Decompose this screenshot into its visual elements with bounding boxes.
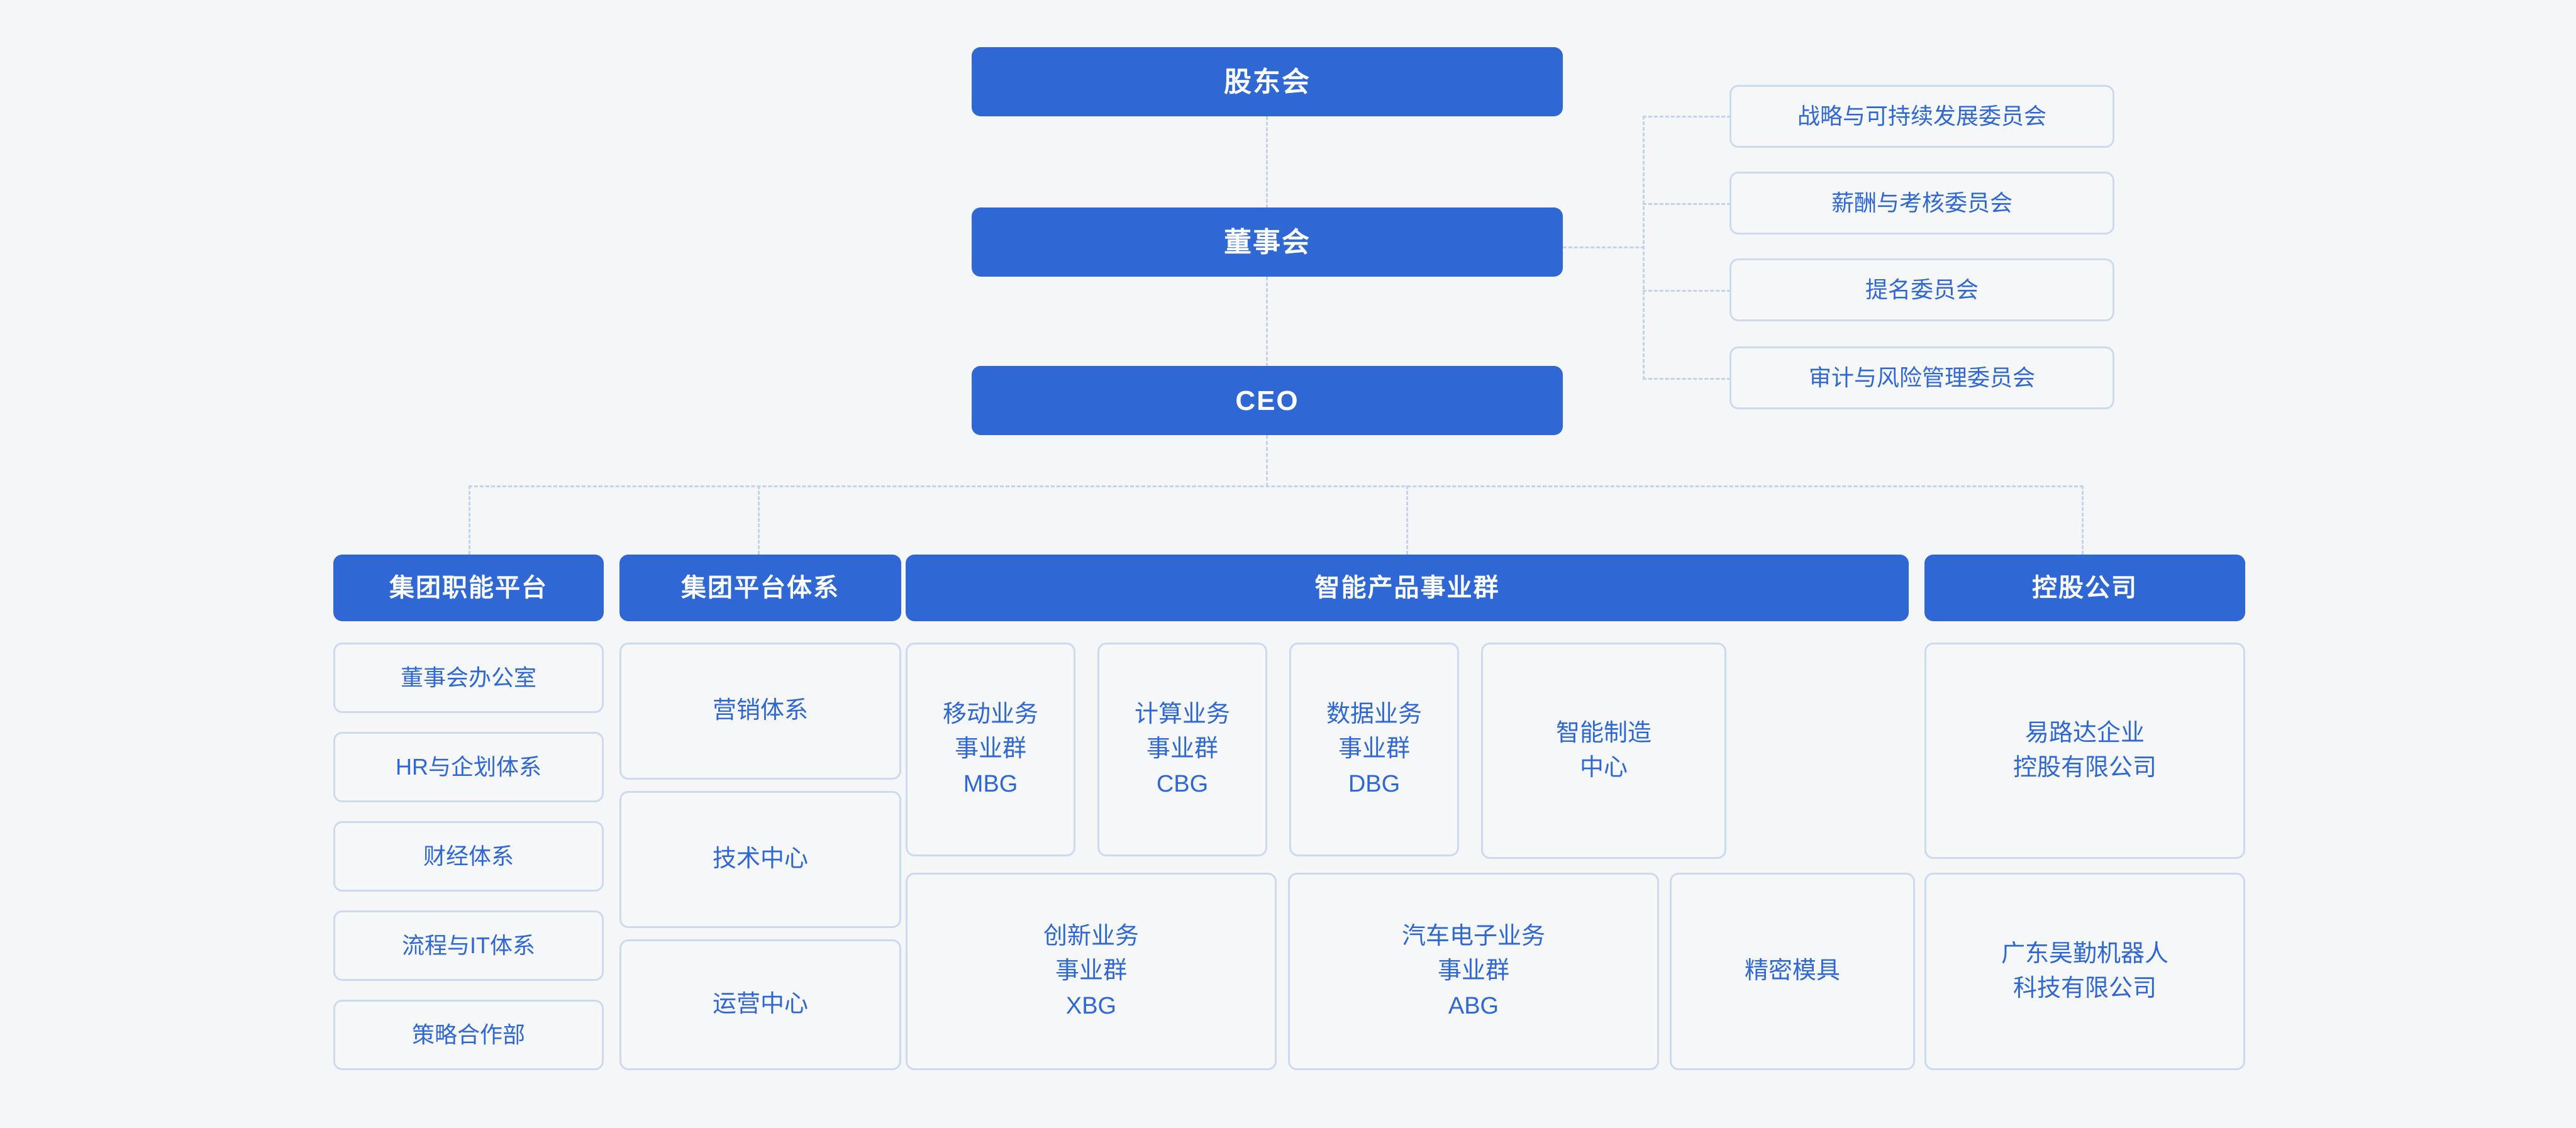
bg-card-line3: DBG: [1348, 770, 1401, 797]
holding-card-line2: 科技有限公司: [2012, 975, 2157, 1002]
bg-card-line3: ABG: [1448, 992, 1499, 1019]
connector-board-to-ceo: [1266, 277, 1268, 367]
committee-nomination[interactable]: 提名委员会: [1729, 258, 2114, 321]
unit-marketing-system[interactable]: 营销体系: [619, 643, 901, 780]
committee-audit-risk-management[interactable]: 审计与风险管理委员会: [1729, 346, 2114, 409]
bg-card-line1: 数据业务: [1326, 701, 1422, 728]
division-header-holding-company[interactable]: 控股公司: [1924, 555, 2245, 621]
holding-card-yiluda-enterprise[interactable]: 易路达企业 控股有限公司: [1924, 643, 2245, 859]
bg-card-line2: 事业群: [1055, 958, 1127, 985]
bg-card-line3: CBG: [1156, 770, 1209, 797]
bg-card-line2: 中心: [1579, 755, 1628, 781]
bg-card-computing-business-group[interactable]: 计算业务 事业群 CBG: [1097, 643, 1267, 856]
connector-drop-group-function-platform: [469, 485, 470, 555]
connector-drop-holding-company: [2082, 485, 2084, 555]
bg-card-precision-mold[interactable]: 精密模具: [1670, 873, 1915, 1070]
node-ceo[interactable]: CEO: [972, 366, 1563, 435]
division-header-smart-product-business-group[interactable]: 智能产品事业群: [906, 555, 1909, 621]
bg-card-line2: 事业群: [1437, 958, 1509, 985]
connector-committee-stub-4: [1643, 378, 1731, 380]
committee-compensation-assessment[interactable]: 薪酬与考核委员会: [1729, 172, 2114, 235]
unit-operations-center[interactable]: 运营中心: [619, 939, 901, 1070]
connector-committee-trunk: [1643, 116, 1645, 380]
division-header-group-function-platform[interactable]: 集团职能平台: [333, 555, 604, 621]
bg-card-mobile-business-group[interactable]: 移动业务 事业群 MBG: [906, 643, 1075, 856]
division-header-group-platform-system[interactable]: 集团平台体系: [619, 555, 901, 621]
connector-committee-stub-1: [1643, 116, 1731, 118]
bg-card-line2: 事业群: [954, 736, 1026, 763]
connector-board-to-committee-trunk: [1563, 246, 1645, 248]
connector-drop-group-platform-system: [758, 485, 760, 555]
bg-card-line1: 移动业务: [942, 701, 1038, 728]
node-shareholders-meeting[interactable]: 股东会: [972, 47, 1563, 116]
unit-hr-planning-system[interactable]: HR与企划体系: [333, 732, 604, 802]
unit-strategic-cooperation-dept[interactable]: 策略合作部: [333, 1000, 604, 1070]
node-board-of-directors[interactable]: 董事会: [972, 207, 1563, 277]
unit-process-it-system[interactable]: 流程与IT体系: [333, 910, 604, 981]
connector-committee-stub-3: [1643, 290, 1731, 292]
holding-card-line1: 广东昊勤机器人: [2001, 940, 2168, 967]
bg-card-innovation-business-group[interactable]: 创新业务 事业群 XBG: [906, 873, 1277, 1070]
holding-card-line2: 控股有限公司: [2012, 755, 2157, 781]
bg-card-line1: 创新业务: [1043, 923, 1139, 950]
holding-card-guangdong-haoqin-robotics[interactable]: 广东昊勤机器人 科技有限公司: [1924, 873, 2245, 1070]
bg-card-data-business-group[interactable]: 数据业务 事业群 DBG: [1289, 643, 1459, 856]
bg-card-line3: MBG: [963, 770, 1018, 797]
bg-card-automotive-electronics-business-group[interactable]: 汽车电子业务 事业群 ABG: [1288, 873, 1659, 1070]
bg-card-line1: 汽车电子业务: [1401, 923, 1545, 950]
connector-shareholders-to-board: [1266, 116, 1268, 208]
unit-finance-system[interactable]: 财经体系: [333, 821, 604, 892]
bg-card-line2: 事业群: [1146, 736, 1218, 763]
committee-strategy-sustainability[interactable]: 战略与可持续发展委员会: [1729, 85, 2114, 148]
unit-board-office[interactable]: 董事会办公室: [333, 643, 604, 713]
connector-committee-stub-2: [1643, 203, 1731, 205]
holding-card-line1: 易路达企业: [2024, 719, 2145, 746]
connector-drop-smart-product-bg: [1406, 485, 1408, 555]
connector-divisions-bus: [469, 485, 2084, 487]
bg-card-smart-manufacturing-center[interactable]: 智能制造 中心: [1481, 643, 1726, 859]
bg-card-line2: 事业群: [1338, 736, 1410, 763]
bg-card-line3: XBG: [1065, 992, 1117, 1019]
unit-technology-center[interactable]: 技术中心: [619, 791, 901, 928]
bg-card-line1: 计算业务: [1134, 701, 1230, 728]
connector-ceo-down: [1266, 435, 1268, 487]
bg-card-line1: 智能制造: [1555, 719, 1652, 746]
